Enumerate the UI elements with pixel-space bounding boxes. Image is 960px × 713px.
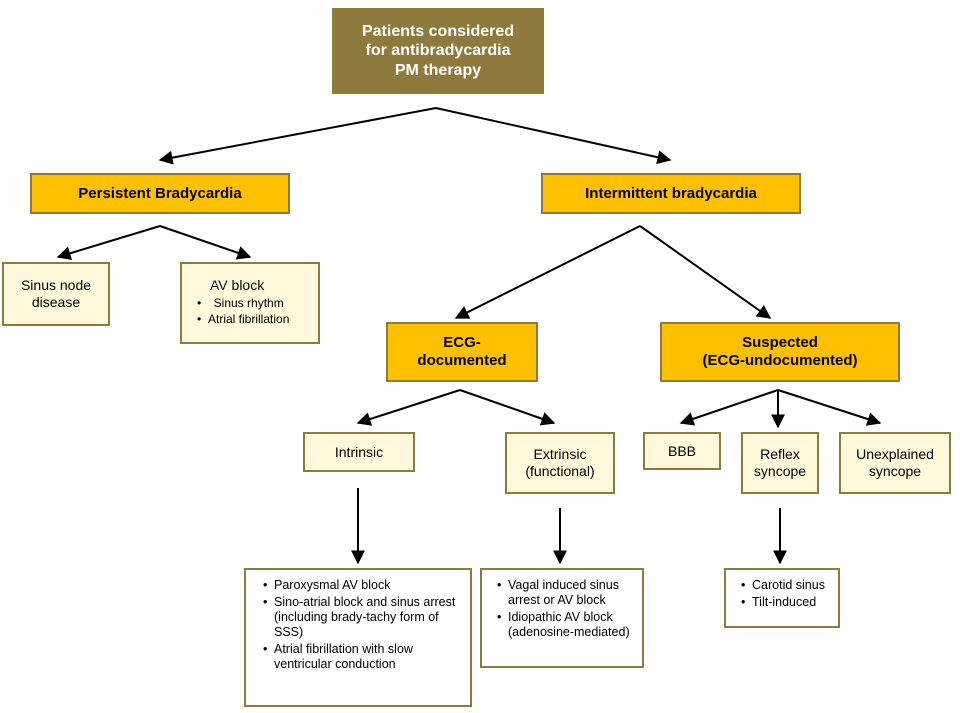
arrow-persistent-to-av-block	[159, 225, 252, 260]
reflex-line-1: Reflex	[760, 446, 800, 463]
suspected-line-2: (ECG-undocumented)	[702, 352, 858, 369]
intrinsic-list: Paroxysmal AV block Sino-atrial block an…	[260, 578, 460, 674]
intermittent-bradycardia-label: Intermittent bradycardia	[585, 184, 757, 202]
persistent-bradycardia-node: Persistent Bradycardia	[30, 173, 290, 214]
persistent-bradycardia-label: Persistent Bradycardia	[78, 184, 242, 202]
av-block-title: AV block	[210, 277, 265, 294]
extrinsic-detail-list: Vagal induced sinus arrest or AV block I…	[480, 568, 644, 668]
root-line-3: PM therapy	[394, 61, 482, 79]
av-block-item: Atrial fibrillation	[197, 312, 289, 327]
intrinsic-node: Intrinsic	[303, 432, 415, 472]
extrinsic-list-item: Idiopathic AV block (adenosine-mediated)	[497, 610, 634, 640]
arrow-root-to-persistent	[158, 107, 437, 165]
arrow-ecg-to-extrinsic	[459, 389, 556, 426]
arrow-intermittent-to-suspected	[639, 225, 772, 319]
av-block-list: Sinus rhythm Atrial fibrillation	[194, 296, 289, 329]
extrinsic-line-2: (functional)	[525, 463, 595, 479]
arrow-suspected-to-unexplained	[777, 389, 882, 426]
ecg-documented-line-1: ECG-	[443, 334, 481, 351]
arrow-root-to-intermittent	[435, 107, 672, 165]
intrinsic-list-item: Sino-atrial block and sinus arrest (incl…	[263, 595, 460, 640]
unexplained-line-1: Unexplained	[856, 446, 934, 463]
suspected-line-1: Suspected	[742, 334, 818, 351]
reflex-list-item: Tilt-induced	[741, 595, 825, 610]
reflex-list: Carotid sinus Tilt-induced	[738, 578, 825, 612]
arrow-persistent-to-sinus-node	[56, 225, 161, 261]
unexplained-syncope-node: Unexplained syncope	[839, 432, 951, 494]
sinus-node-line-1: Sinus node	[20, 277, 92, 294]
bbb-node: BBB	[643, 432, 721, 470]
extrinsic-line-1: Extrinsic	[533, 446, 587, 463]
arrow-intermittent-to-ecg	[454, 225, 641, 319]
reflex-syncope-node: Reflex syncope	[741, 432, 819, 494]
root-node: Patients considered for antibradycardia …	[332, 8, 544, 94]
arrow-suspected-to-bbb	[679, 389, 779, 426]
sinus-node-line-2: disease	[31, 294, 81, 310]
arrow-ecg-to-intrinsic	[356, 389, 461, 426]
av-block-node: AV block Sinus rhythm Atrial fibrillatio…	[180, 262, 320, 344]
extrinsic-node: Extrinsic (functional)	[505, 432, 615, 494]
root-line-2: for antibradycardia	[365, 42, 511, 60]
root-line-1: Patients considered	[361, 23, 515, 41]
bbb-label: BBB	[667, 442, 696, 459]
sinus-node-disease-node: Sinus node disease	[2, 262, 110, 326]
intermittent-bradycardia-node: Intermittent bradycardia	[541, 173, 801, 214]
reflex-list-item: Carotid sinus	[741, 578, 825, 593]
intrinsic-label: Intrinsic	[334, 443, 384, 460]
reflex-detail-list: Carotid sinus Tilt-induced	[724, 568, 840, 628]
ecg-documented-node: ECG- documented	[386, 322, 538, 382]
ecg-documented-line-2: documented	[417, 352, 507, 369]
suspected-node: Suspected (ECG-undocumented)	[660, 322, 900, 382]
intrinsic-detail-list: Paroxysmal AV block Sino-atrial block an…	[244, 568, 472, 707]
intrinsic-list-item: Atrial fibrillation with slow ventricula…	[263, 642, 460, 672]
reflex-line-2: syncope	[753, 463, 807, 479]
unexplained-line-2: syncope	[868, 463, 922, 479]
av-block-item: Sinus rhythm	[197, 296, 289, 311]
extrinsic-list-item: Vagal induced sinus arrest or AV block	[497, 578, 634, 608]
extrinsic-list: Vagal induced sinus arrest or AV block I…	[494, 578, 634, 642]
intrinsic-list-item: Paroxysmal AV block	[263, 578, 460, 593]
